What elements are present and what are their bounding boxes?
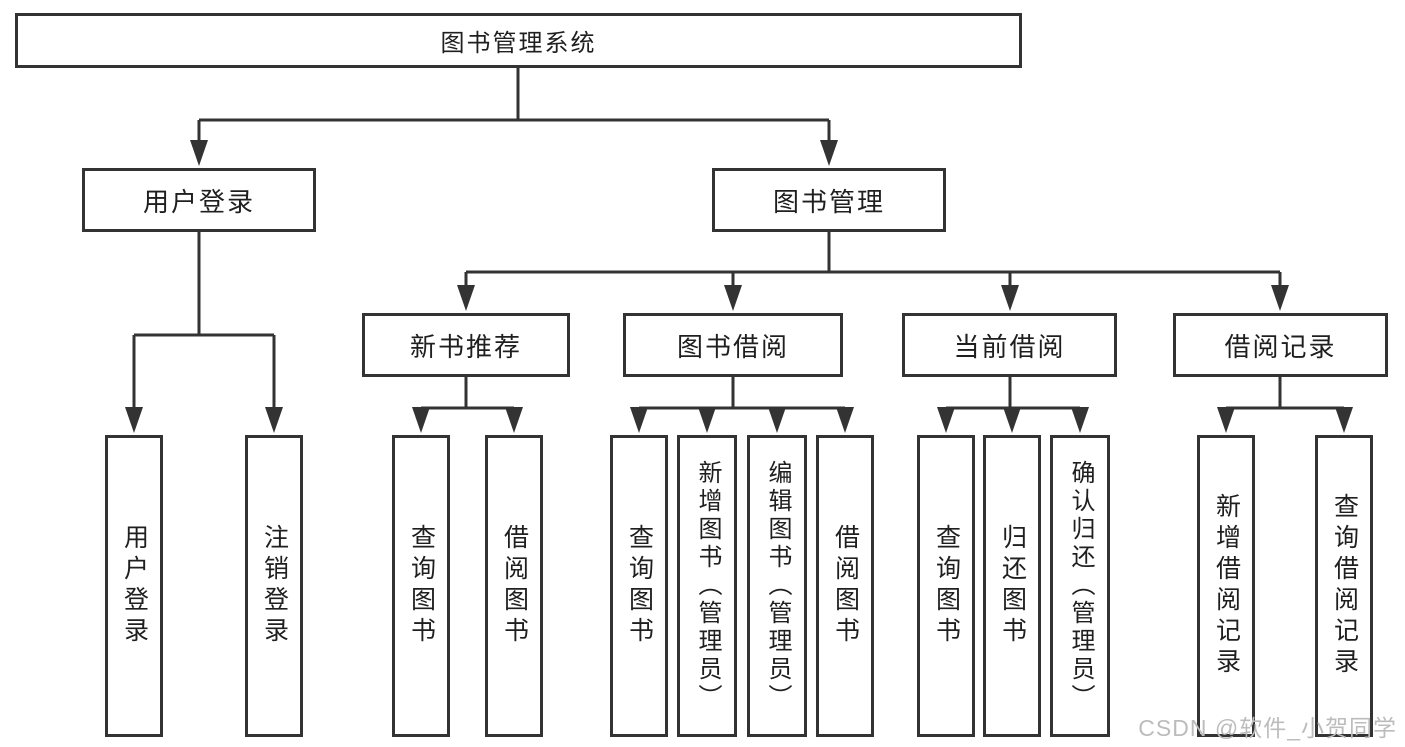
leaf-query-borrow-record: 查询借阅记录 xyxy=(1315,435,1373,737)
leaf-label: 编辑图书（管理员） xyxy=(764,460,791,712)
connector-book-mgmt-level3 xyxy=(457,232,1289,311)
arrowhead-down xyxy=(820,140,838,166)
arrowhead-down xyxy=(265,407,283,433)
leaf-label: 查询图书 xyxy=(625,524,654,648)
leaf-add-borrow-record: 新增借阅记录 xyxy=(1197,435,1255,737)
leaf-return-books: 归还图书 xyxy=(983,435,1041,737)
arrowhead-down xyxy=(768,407,786,433)
leaf-label: 注销登录 xyxy=(260,524,289,648)
arrowhead-down xyxy=(1217,407,1235,433)
arrowhead-down xyxy=(1001,285,1019,311)
connector-records-children xyxy=(1217,377,1353,433)
leaf-edit-books-admin: 编辑图书（管理员） xyxy=(747,435,807,737)
connector-line xyxy=(421,377,514,410)
connector-line xyxy=(132,232,276,410)
arrowhead-down xyxy=(698,407,716,433)
arrowhead-down xyxy=(630,407,648,433)
leaf-query-books-current: 查询图书 xyxy=(917,435,975,737)
leaf-label: 归还图书 xyxy=(998,524,1027,648)
leaf-label: 借阅图书 xyxy=(500,524,529,648)
leaf-borrow-books-recommend: 借阅图书 xyxy=(485,435,543,737)
arrowhead-down xyxy=(1071,407,1089,433)
arrowhead-down xyxy=(125,407,143,433)
arrowhead-down xyxy=(836,407,854,433)
node-new-book-recommend: 新书推荐 xyxy=(362,313,570,377)
arrowhead-down xyxy=(457,285,475,311)
leaf-logout-login: 注销登录 xyxy=(245,435,303,737)
leaf-label: 新增图书（管理员） xyxy=(694,460,721,712)
arrowhead-down xyxy=(1335,407,1353,433)
connector-root-level2 xyxy=(190,68,838,166)
connector-borrow-children xyxy=(630,377,854,433)
node-user-login: 用户登录 xyxy=(82,168,316,232)
watermark: CSDN @软件_小贺同学 xyxy=(1138,715,1397,741)
connector-line xyxy=(946,377,1080,410)
node-current-borrow: 当前借阅 xyxy=(902,313,1117,377)
leaf-label: 查询图书 xyxy=(407,524,436,648)
leaf-label: 新增借阅记录 xyxy=(1212,493,1241,679)
leaf-label: 借阅图书 xyxy=(831,524,860,648)
leaf-label: 查询借阅记录 xyxy=(1330,493,1359,679)
leaf-label: 查询图书 xyxy=(932,524,961,648)
arrowhead-down xyxy=(1003,407,1021,433)
connector-line xyxy=(639,377,845,410)
arrowhead-down xyxy=(505,407,523,433)
connector-line xyxy=(197,68,831,142)
connector-line xyxy=(464,232,1282,288)
leaf-query-books-recommend: 查询图书 xyxy=(392,435,450,737)
leaf-borrow-books: 借阅图书 xyxy=(816,435,874,737)
connector-line xyxy=(1226,377,1344,410)
leaf-query-books-borrow: 查询图书 xyxy=(610,435,668,737)
connector-current-children xyxy=(937,377,1089,433)
node-library-system: 图书管理系统 xyxy=(15,13,1022,68)
leaf-label: 确认归还（管理员） xyxy=(1067,460,1094,712)
arrowhead-down xyxy=(190,140,208,166)
leaf-add-books-admin: 新增图书（管理员） xyxy=(677,435,737,737)
node-book-borrow: 图书借阅 xyxy=(623,313,843,377)
leaf-user-login: 用户登录 xyxy=(105,435,163,737)
arrowhead-down xyxy=(1271,285,1289,311)
leaf-confirm-return-admin: 确认归还（管理员） xyxy=(1050,435,1110,737)
connector-user-login-children xyxy=(125,232,283,433)
arrowhead-down xyxy=(937,407,955,433)
leaf-label: 用户登录 xyxy=(120,524,149,648)
arrowhead-down xyxy=(724,285,742,311)
node-borrow-records: 借阅记录 xyxy=(1173,313,1388,377)
connector-recommend-children xyxy=(412,377,523,433)
arrowhead-down xyxy=(412,407,430,433)
node-book-management: 图书管理 xyxy=(712,168,946,232)
